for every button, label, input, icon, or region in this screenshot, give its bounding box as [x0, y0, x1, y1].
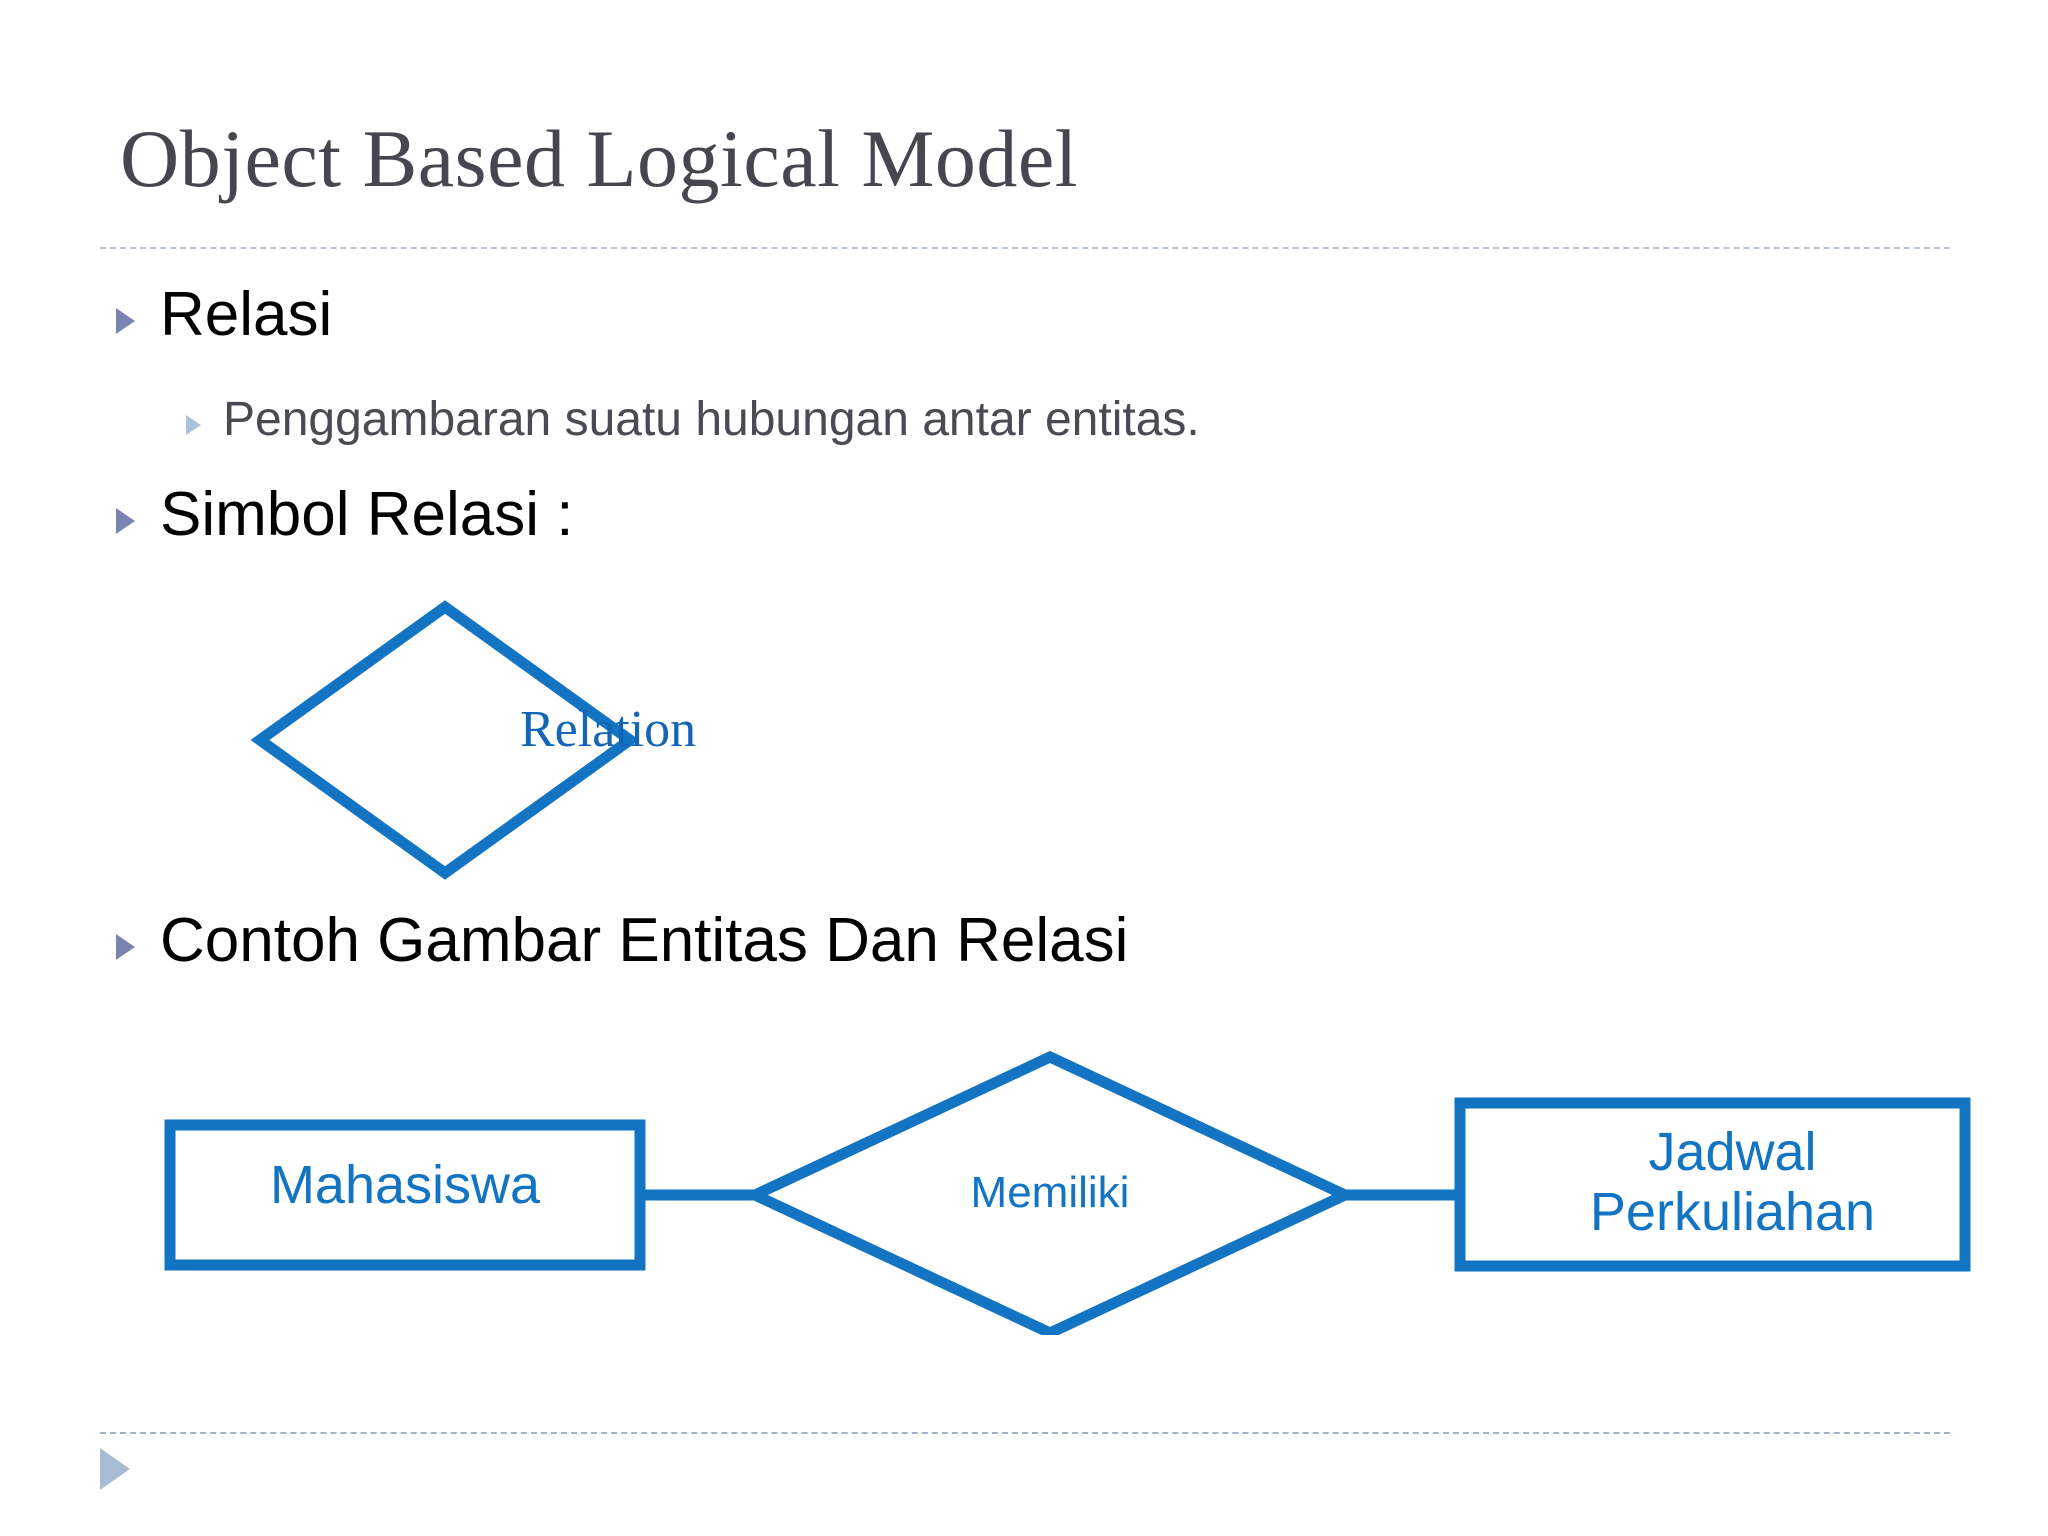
relationship-label-memiliki: Memiliki — [970, 1168, 1130, 1217]
footer-divider — [100, 1432, 1950, 1434]
bullet-item-relasi: Relasi — [116, 282, 332, 347]
triangle-bullet-icon — [116, 934, 135, 960]
er-diagram — [150, 1035, 1980, 1335]
relation-symbol-group — [250, 595, 1010, 885]
page-title: Object Based Logical Model — [120, 113, 1079, 204]
relation-symbol-label: Relation — [520, 701, 697, 758]
bullet-item-simbol-relasi: Simbol Relasi : — [116, 482, 573, 547]
triangle-marker-icon — [100, 1448, 130, 1490]
triangle-bullet-icon — [186, 415, 201, 435]
bullet-item-contoh-gambar: Contoh Gambar Entitas Dan Relasi — [116, 908, 1128, 973]
entity-box-jadwal-perkuliahan — [1454, 1097, 1971, 1272]
triangle-bullet-icon — [116, 508, 135, 534]
relation-diamond-icon — [250, 600, 640, 880]
bullet-item-penggambaran: Penggambaran suatu hubungan antar entita… — [186, 393, 1200, 446]
bullet-label: Penggambaran suatu hubungan antar entita… — [223, 393, 1200, 446]
triangle-bullet-icon — [116, 308, 135, 334]
title-divider — [100, 247, 1950, 249]
bullet-label: Simbol Relasi : — [160, 480, 574, 549]
entity-label-mahasiswa: Mahasiswa — [269, 1155, 541, 1215]
bullet-label: Contoh Gambar Entitas Dan Relasi — [160, 906, 1129, 975]
entity-label-jadwal-perkuliahan: Jadwal Perkuliahan — [1589, 1122, 1876, 1243]
bullet-label: Relasi — [160, 280, 333, 349]
